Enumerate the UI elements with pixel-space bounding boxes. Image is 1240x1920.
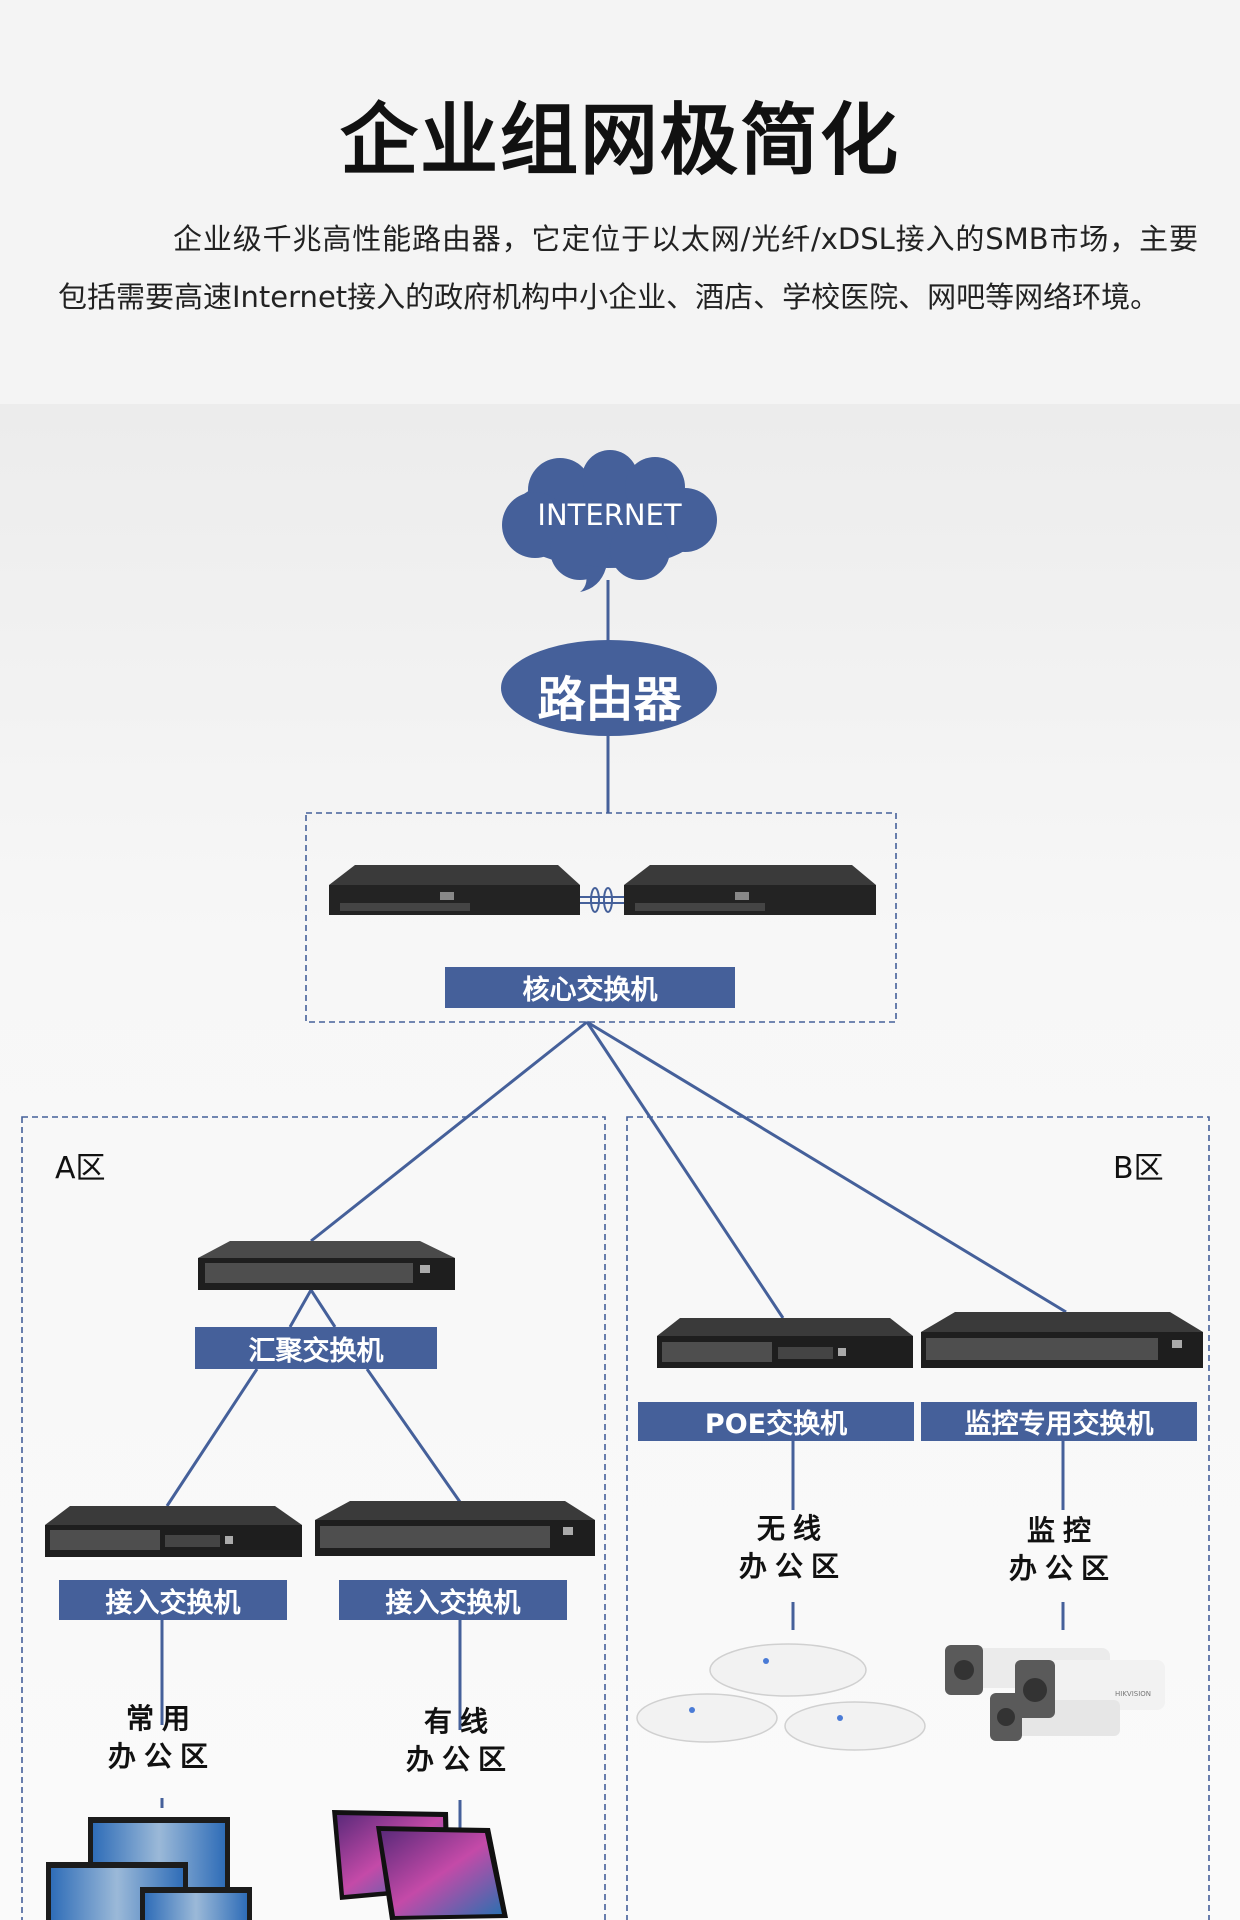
link-agg-access2 <box>365 1368 462 1503</box>
router-label: 路由器 <box>537 672 682 728</box>
all-in-one-pc-icon <box>332 1810 508 1920</box>
internet-label: INTERNET <box>537 498 682 532</box>
zone-a-box <box>21 1116 606 1920</box>
monitor-switch-icon <box>921 1312 1203 1368</box>
wired-office-area: 有线 办公区 <box>360 1703 560 1779</box>
access-switch-1-label: 接入交换机 <box>59 1580 287 1620</box>
area-line-2: 办公区 <box>107 1740 216 1773</box>
poe-switch-icon <box>657 1318 913 1368</box>
area-line-2: 办公区 <box>405 1743 514 1776</box>
core-switch-icon <box>329 865 876 915</box>
area-line-2: 办公区 <box>1008 1552 1117 1585</box>
link-core-aggregation <box>310 1020 588 1243</box>
link-core-poe <box>585 1021 785 1319</box>
wireless-office-area: 无线 办公区 <box>693 1510 893 1586</box>
common-office-area: 常用 办公区 <box>62 1700 262 1776</box>
header-section: 企业组网极简化 企业级千兆高性能路由器，它定位于以太网/光纤/xDSL接入的SM… <box>0 0 1240 404</box>
link-agg-inner2 <box>309 1289 337 1328</box>
core-zone-box <box>305 812 897 1023</box>
access-switch-2-icon <box>315 1501 595 1556</box>
page-title: 企业组网极简化 <box>339 96 900 186</box>
area-line-1: 监控 <box>1026 1514 1099 1547</box>
cloud-icon <box>502 450 717 592</box>
zone-a-label: A区 <box>55 1151 106 1186</box>
desktop-monitors-icon <box>46 1817 252 1920</box>
area-line-1: 有线 <box>423 1705 496 1738</box>
core-switch-label: 核心交换机 <box>445 967 735 1008</box>
monitoring-office-area: 监控 办公区 <box>963 1512 1163 1588</box>
monitor-switch-label: 监控专用交换机 <box>921 1402 1197 1441</box>
area-line-2: 办公区 <box>738 1550 847 1583</box>
page-description: 企业级千兆高性能路由器，它定位于以太网/光纤/xDSL接入的SMB市场，主要包括… <box>58 222 1198 314</box>
link-agg-inner1 <box>288 1289 313 1328</box>
access-switch-2-label: 接入交换机 <box>339 1580 567 1620</box>
poe-switch-label: POE交换机 <box>638 1402 914 1441</box>
camera-brand: HIKVISION <box>1115 1690 1152 1698</box>
access-switch-1-icon <box>45 1506 302 1557</box>
zone-b-box <box>626 1116 1210 1920</box>
link-agg-access1 <box>165 1368 259 1507</box>
zone-b-label: B区 <box>1113 1151 1164 1186</box>
router-node <box>501 640 717 736</box>
aggregation-switch-icon <box>198 1241 455 1290</box>
aggregation-switch-label: 汇聚交换机 <box>195 1327 437 1369</box>
link-core-monitor <box>586 1020 1067 1314</box>
wireless-ap-icon <box>636 1643 926 1751</box>
area-line-1: 常用 <box>125 1702 198 1735</box>
security-camera-icon <box>945 1645 1165 1741</box>
area-line-1: 无线 <box>756 1512 829 1545</box>
